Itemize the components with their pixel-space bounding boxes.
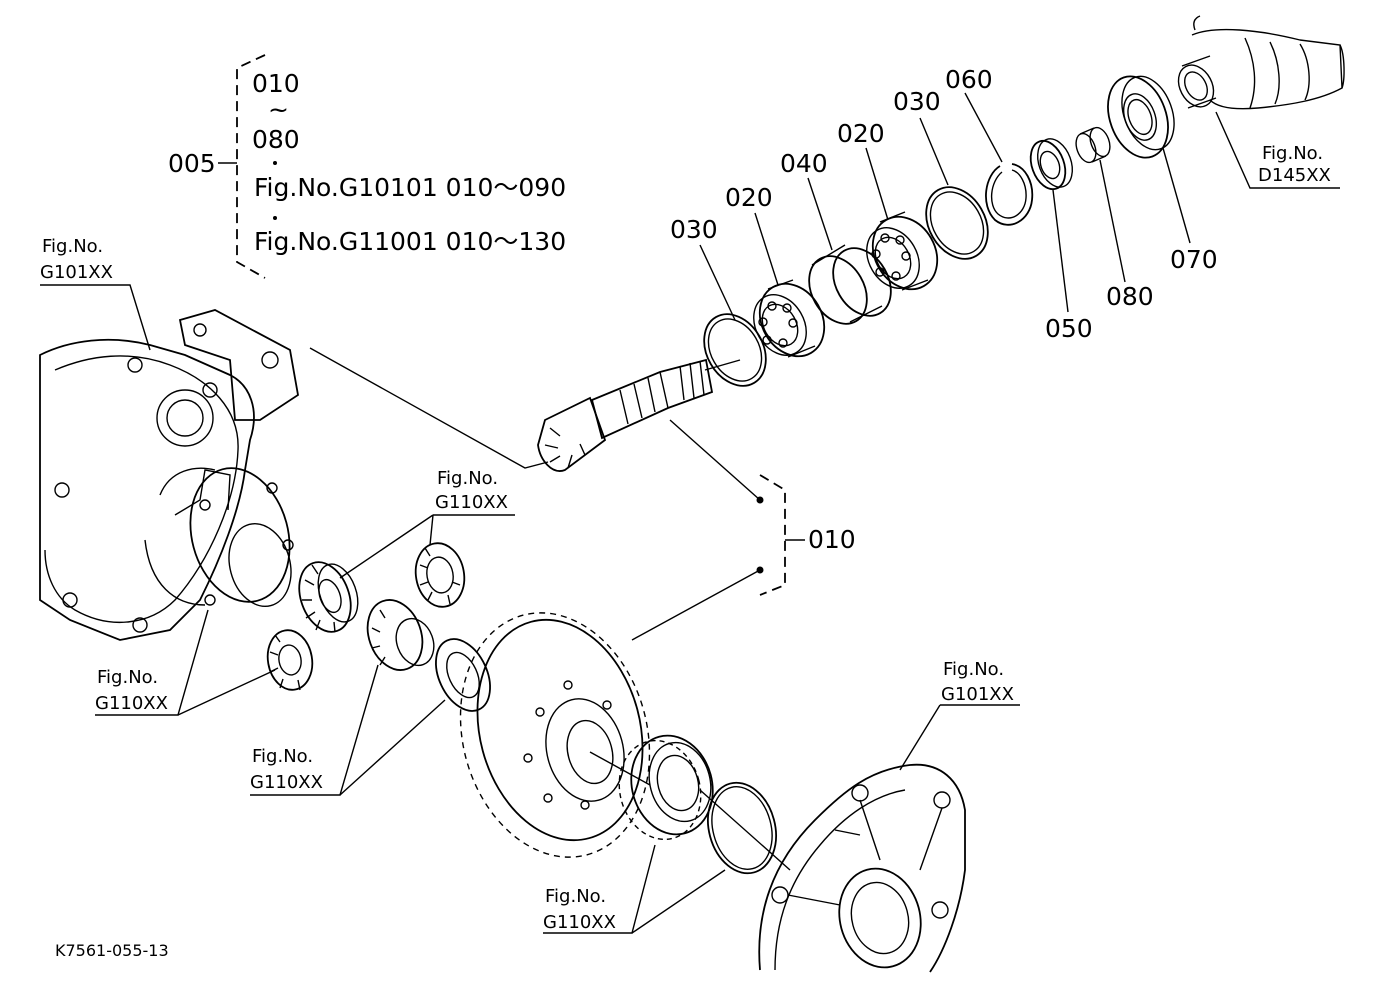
differential-pinion-gear-top xyxy=(414,542,466,608)
part-050-nut xyxy=(1029,138,1073,191)
output-housing-drawing xyxy=(1177,15,1345,110)
label-010: 010 xyxy=(808,525,856,554)
fig-no-g101xx-right: Fig.No. xyxy=(943,659,1004,680)
transmission-case-right xyxy=(758,763,966,973)
fig-ref-g101xx-left: G101XX xyxy=(40,262,113,283)
drawing-code: K7561-055-13 xyxy=(55,941,169,960)
fig-ref-g110xx-top: G110XX xyxy=(435,492,508,513)
part-060-snap-ring xyxy=(985,163,1034,226)
part-070-oil-seal xyxy=(1107,75,1175,159)
fig-ref-d145xx: D145XX xyxy=(1258,165,1331,186)
label-050: 050 xyxy=(1045,314,1093,343)
fig-no-g110xx-mid: Fig.No. xyxy=(252,746,313,767)
differential-washer xyxy=(435,638,491,712)
differential-side-gear-2 xyxy=(366,599,435,671)
assembly-bullet-2 xyxy=(273,216,277,220)
leader-lines xyxy=(40,92,1340,934)
differential-side-gear xyxy=(298,561,359,633)
assembly-range-end: 080 xyxy=(252,125,300,154)
label-020-upper: 020 xyxy=(837,119,885,148)
assembly-note: 005 010 ~ 080 Fig.No.G10101 010～090 Fig.… xyxy=(168,54,566,279)
fig-ref-g110xx-left: G110XX xyxy=(95,693,168,714)
fig-no-d145xx: Fig.No. xyxy=(1262,143,1323,164)
part-020-lower-bearing xyxy=(753,279,826,358)
label-030-upper: 030 xyxy=(893,87,941,116)
fig-no-g110xx-left: Fig.No. xyxy=(97,667,158,688)
assembly-range-tilde: ~ xyxy=(268,95,289,124)
assembly-bullet-1 xyxy=(273,161,277,165)
fig-no-g110xx-top: Fig.No. xyxy=(437,468,498,489)
ring-gear-bearing xyxy=(618,734,714,841)
part-040-collar xyxy=(808,244,892,325)
part-010-pinion-shaft xyxy=(537,358,714,472)
assembly-ref-2: Fig.No.G11001 010～130 xyxy=(254,227,566,256)
part-030-upper-shim xyxy=(925,186,989,260)
fig-ref-g110xx-bottom: G110XX xyxy=(543,912,616,933)
label-030-lower: 030 xyxy=(670,215,718,244)
fig-ref-g110xx-mid: G110XX xyxy=(250,772,323,793)
differential-pinion-gear-bottom xyxy=(266,629,314,691)
transmission-case-left xyxy=(39,309,299,641)
assembly-main-label: 005 xyxy=(168,149,216,178)
differential-case xyxy=(144,467,294,608)
label-040: 040 xyxy=(780,149,828,178)
part-030-lower-shim xyxy=(703,313,767,387)
assembly-ref-1: Fig.No.G10101 010～090 xyxy=(254,173,566,202)
ring-gear xyxy=(459,612,651,858)
fig-no-g110xx-bottom: Fig.No. xyxy=(545,886,606,907)
assembly-bracket xyxy=(236,54,266,279)
label-070: 070 xyxy=(1170,245,1218,274)
label-080: 080 xyxy=(1106,282,1154,311)
ring-gear-washer xyxy=(707,781,777,875)
assembly-range-start: 010 xyxy=(252,69,300,98)
label-020-lower: 020 xyxy=(725,183,773,212)
part-080-collar xyxy=(1075,126,1111,164)
fig-no-g101xx-left: Fig.No. xyxy=(42,236,103,257)
label-060: 060 xyxy=(945,65,993,94)
fig-ref-g101xx-right: G101XX xyxy=(941,684,1014,705)
